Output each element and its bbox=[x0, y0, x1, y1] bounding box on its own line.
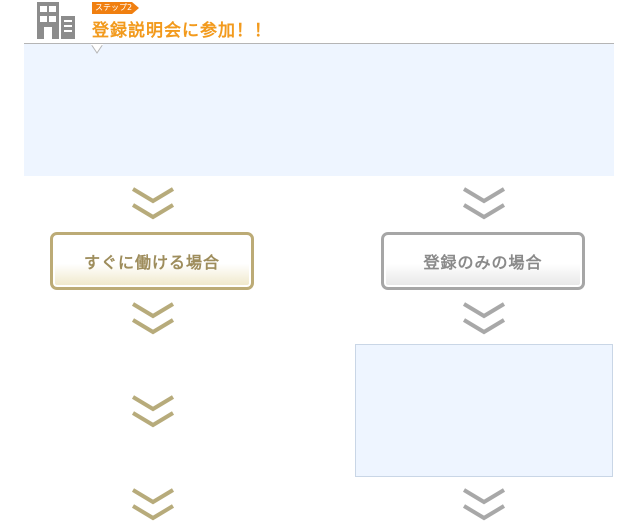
pointer-icon bbox=[91, 44, 103, 54]
work-now-label: すぐに働ける場合 bbox=[83, 253, 220, 272]
page-title: 登録説明会に参加！！ bbox=[92, 21, 272, 41]
info-panel-top bbox=[24, 44, 614, 176]
chevron-down-icon bbox=[131, 395, 175, 428]
register-only-label: 登録のみの場合 bbox=[423, 253, 543, 272]
chevron-down-icon bbox=[462, 302, 506, 335]
register-only-button[interactable]: 登録のみの場合 bbox=[381, 232, 585, 290]
chevron-down-icon bbox=[131, 488, 175, 521]
chevron-down-icon bbox=[131, 302, 175, 335]
step-badge: ステップ2 bbox=[92, 2, 139, 14]
work-now-button[interactable]: すぐに働ける場合 bbox=[50, 232, 254, 290]
chevron-down-icon bbox=[462, 187, 506, 220]
building-icon bbox=[37, 2, 75, 39]
info-panel-right bbox=[355, 344, 613, 477]
chevron-down-icon bbox=[131, 187, 175, 220]
header-divider bbox=[24, 43, 614, 44]
chevron-down-icon bbox=[462, 488, 506, 521]
